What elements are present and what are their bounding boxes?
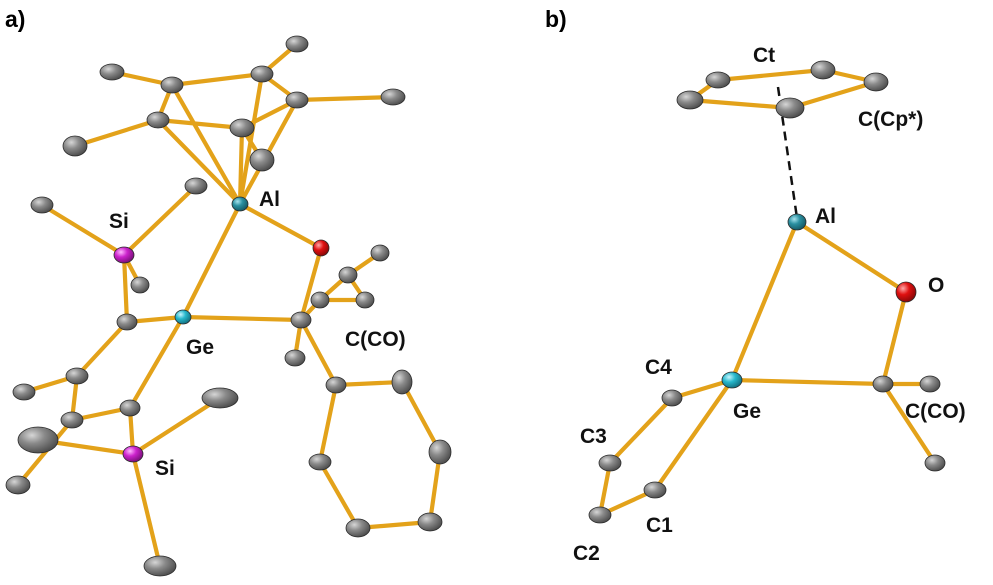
- carbon-atom: [62, 135, 88, 157]
- carbon-atom: [290, 311, 312, 329]
- carbon-atom: [184, 177, 208, 195]
- label-ct: Ct: [753, 44, 775, 67]
- carbon-atom: [370, 244, 390, 262]
- panel-a-bonds: [15, 41, 443, 569]
- carbon-atom: [325, 376, 347, 394]
- carbon-atom: [229, 118, 255, 138]
- carbon-atom: [863, 72, 889, 92]
- carbon-atom: [919, 375, 941, 393]
- carbon-atom: [643, 481, 667, 499]
- carbon-atom: [810, 60, 836, 80]
- carbon-atom: [249, 148, 275, 172]
- label-c1: C1: [646, 514, 673, 537]
- carbon-atom: [285, 35, 309, 53]
- carbon-atom: [355, 291, 375, 309]
- label-si-bottom: Si: [155, 457, 175, 480]
- carbon-atom: [284, 349, 306, 367]
- carbon-atom: [130, 276, 150, 294]
- carbon-atom: [775, 97, 805, 119]
- carbon-atom: [924, 454, 946, 472]
- label-c3: C3: [580, 425, 607, 448]
- carbon-atom: [391, 369, 413, 395]
- panel-b-bonds: [597, 67, 938, 518]
- carbon-atom: [17, 426, 59, 454]
- carbon-atom: [99, 63, 125, 81]
- carbon-atom: [65, 367, 89, 385]
- carbon-atom: [12, 383, 36, 401]
- panel-a-labels: a) Al Si Ge C(CO) Si: [5, 6, 406, 480]
- carbon-atom: [338, 266, 358, 284]
- aluminium-atom: [787, 213, 807, 231]
- label-ge: Ge: [733, 400, 761, 423]
- label-al: Al: [815, 205, 836, 228]
- label-o: O: [928, 274, 944, 297]
- carbon-atom: [598, 454, 622, 472]
- label-al: Al: [259, 188, 280, 211]
- carbon-atom: [146, 111, 170, 129]
- panel-a-atoms: [5, 35, 452, 577]
- label-c4: C4: [645, 356, 672, 379]
- carbon-atom: [116, 313, 138, 331]
- panel-a: a) Al Si Ge C(CO) Si: [5, 6, 452, 577]
- panel-b-label: b): [545, 6, 567, 32]
- oxygen-atom: [312, 239, 330, 257]
- label-ge: Ge: [186, 336, 214, 359]
- panel-a-label: a): [5, 6, 25, 32]
- aluminium-atom: [231, 196, 249, 212]
- carbon-atom: [119, 399, 141, 417]
- carbon-atom: [872, 375, 894, 393]
- silicon-atom: [122, 445, 144, 463]
- carbon-atom: [30, 196, 54, 214]
- carbon-atom: [428, 439, 452, 465]
- carbon-atom: [705, 71, 731, 89]
- germanium-atom: [721, 371, 743, 389]
- carbon-atom: [345, 518, 371, 538]
- carbon-atom: [143, 555, 177, 577]
- carbon-atom: [160, 76, 184, 94]
- carbon-atom: [308, 453, 332, 471]
- label-c-cp: C(Cp*): [858, 108, 923, 131]
- silicon-atom: [113, 246, 135, 264]
- carbon-atom: [201, 387, 239, 409]
- carbon-atom: [661, 389, 683, 407]
- label-c2: C2: [573, 542, 600, 565]
- carbon-atom: [676, 90, 704, 110]
- carbon-atom: [310, 291, 330, 309]
- carbon-atom: [417, 512, 443, 532]
- oxygen-atom: [895, 281, 917, 303]
- carbon-atom: [588, 506, 612, 524]
- panel-b-labels: b) Ct C(Cp*) Al O C4 Ge C(CO) C3 C1 C2: [545, 6, 966, 565]
- label-c-co: C(CO): [905, 400, 966, 423]
- germanium-atom: [174, 309, 192, 325]
- label-si-top: Si: [109, 210, 129, 233]
- panel-b-atoms: [588, 60, 946, 524]
- carbon-atom: [250, 65, 274, 83]
- carbon-atom: [285, 91, 309, 109]
- carbon-atom: [5, 475, 31, 495]
- panel-b: b) Ct C(Cp*) Al O C4 Ge C(CO) C3 C1 C2: [545, 6, 966, 565]
- label-c-co: C(CO): [345, 328, 406, 351]
- carbon-atom: [380, 88, 406, 106]
- carbon-atom: [60, 411, 84, 429]
